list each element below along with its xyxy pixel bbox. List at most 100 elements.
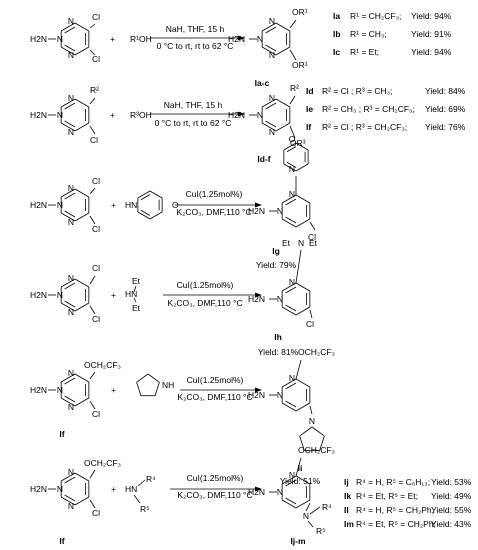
ethyl-label: Et xyxy=(309,238,318,248)
ring-bond xyxy=(137,190,151,199)
ring-bond xyxy=(281,218,297,228)
bond xyxy=(309,405,313,415)
pyrimidine-ring xyxy=(281,282,311,316)
yield-value: Yield: 76% xyxy=(425,122,466,132)
compound-id: Ib xyxy=(333,29,341,39)
bond xyxy=(89,49,96,56)
ring-n-atom: N xyxy=(68,273,74,283)
reaction-conditions: NaH, THF, 15 h xyxy=(166,24,225,34)
substituent-definition: R² = CH₃ ; R³ = CH₂CF₃; xyxy=(322,104,415,114)
yield-value: Yield: 55% xyxy=(431,505,472,515)
double-bond xyxy=(64,102,76,110)
pyrimidine-ring xyxy=(261,22,291,56)
chloro-substituent: Cl xyxy=(92,508,100,518)
ring-n-atom: N xyxy=(57,290,63,300)
yield-value: Yield: 81% xyxy=(258,347,299,357)
reaction-arrow xyxy=(175,202,262,208)
product-label: Ii xyxy=(298,463,303,473)
ring-bond xyxy=(60,496,76,506)
ring-bond xyxy=(60,278,76,288)
arrow-head xyxy=(238,35,245,41)
double-bond xyxy=(265,26,277,34)
reaction-conditions: K₂CO₃, DMF,110 °C xyxy=(167,298,242,308)
pyrimidine-ring xyxy=(281,475,311,509)
plus-sign: + xyxy=(111,385,116,395)
amine-label: H2N xyxy=(30,34,47,44)
chloro-substituent: Cl xyxy=(92,176,100,186)
trifluoroethoxy-substituent: OCH₂CF₃ xyxy=(84,360,121,370)
pyrimidine-ring xyxy=(137,190,163,220)
ring-bond xyxy=(275,122,291,132)
amine-label: H2N xyxy=(248,206,265,216)
reactant-label: If xyxy=(59,429,64,439)
pyrimidine-ring xyxy=(60,22,90,56)
ring-n-atom: N xyxy=(68,307,74,317)
bond xyxy=(89,499,96,509)
bond xyxy=(89,215,96,225)
ring-bond xyxy=(275,98,291,108)
ring-bond xyxy=(281,402,297,412)
morpholine-o: O xyxy=(172,200,179,210)
ring-bond xyxy=(137,211,151,220)
arrow-head xyxy=(238,111,245,117)
yield-value: Yield: 53% xyxy=(431,477,472,487)
ring-bond xyxy=(295,163,309,172)
ring-bond xyxy=(295,282,311,292)
bond xyxy=(89,187,96,195)
amine-label: H2N xyxy=(30,290,47,300)
ring-n-atom: N xyxy=(68,16,74,26)
alkoxy-substituent: OR³ xyxy=(290,138,306,148)
substituent-definition: R² = Cl ; R³ = CH₂CF₃; xyxy=(322,122,407,132)
ethyl-label: Et xyxy=(132,303,141,313)
double-bond xyxy=(285,286,297,294)
ring-bond xyxy=(60,302,76,312)
ring-n-atom: N xyxy=(68,50,74,60)
reaction-arrow xyxy=(150,35,245,41)
ring-bond xyxy=(60,397,76,407)
double-bond xyxy=(64,120,76,128)
ring-bond xyxy=(60,98,76,108)
double-bond xyxy=(285,400,297,408)
bond xyxy=(89,23,96,29)
product-label: Ij-m xyxy=(290,536,306,546)
reaction-5: H2N N N N OCH₂CF₃ Cl If + NH CuI(1.25mol… xyxy=(30,347,335,486)
ring-bond xyxy=(60,46,76,56)
double-bond xyxy=(64,192,76,200)
compound-id: Ik xyxy=(344,491,351,501)
bond xyxy=(133,494,141,504)
yield-value: Yield: 94% xyxy=(411,47,452,57)
compound-id: Ia xyxy=(333,11,340,21)
double-bond xyxy=(64,26,76,34)
ring-bond xyxy=(74,472,90,482)
compound-id: Id xyxy=(306,86,314,96)
amine-label: H2N xyxy=(30,200,47,210)
amine-label: H2N xyxy=(248,390,265,400)
ring-bond xyxy=(281,306,297,316)
ring-n-atom: N xyxy=(269,16,275,26)
ring-bond xyxy=(60,212,76,222)
double-bond xyxy=(265,102,277,110)
ring-bond xyxy=(60,373,76,383)
ring-n-atom: N xyxy=(257,34,263,44)
ring-bond xyxy=(149,211,163,220)
morpholine-nh: HN xyxy=(125,200,137,210)
plus-sign: + xyxy=(111,484,116,494)
double-bond xyxy=(64,282,76,290)
substituent-definition: R⁴ = Et, R⁵ = Et; xyxy=(356,491,418,501)
ring-bond xyxy=(295,499,311,509)
ring-n-atom: N xyxy=(68,93,74,103)
results-table: Ij R⁴ = H, R⁵ = C₆H₁₃; Yield: 53% Ik R⁴ … xyxy=(344,477,472,529)
amine-n: N xyxy=(303,511,309,521)
reaction-conditions: CuI(1.25mol%) xyxy=(186,189,243,199)
ring-bond xyxy=(295,475,311,485)
ring-n-atom: N xyxy=(68,217,74,227)
substituent-definition: R¹ = CH₂CF₃; xyxy=(350,11,401,21)
reaction-3: H2N N N N Cl Cl + HN O CuI(1.25mol%) K₂C… xyxy=(30,134,316,270)
pyrimidine-ring xyxy=(60,98,90,132)
ring-bond xyxy=(261,22,277,32)
arrow-head xyxy=(255,387,262,393)
bond xyxy=(89,400,96,410)
ring-n-atom: N xyxy=(57,110,63,120)
double-bond xyxy=(140,209,151,216)
